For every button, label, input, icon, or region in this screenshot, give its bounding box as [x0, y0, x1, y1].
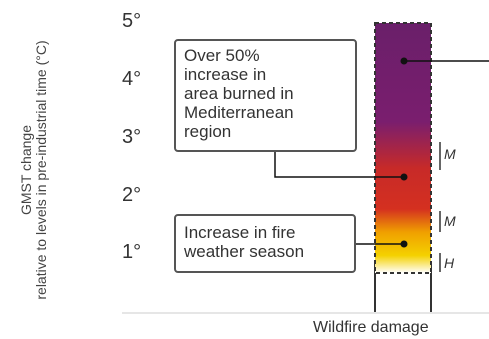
callout-fire-weather-line1: Increase in fire — [184, 223, 296, 242]
tick-label-4: 4° — [122, 68, 142, 90]
transition-dot-high — [400, 57, 408, 65]
callout-mediterranean-line5: region — [184, 122, 232, 141]
risk-bar — [375, 23, 431, 273]
confidence-label-1: M — [444, 146, 456, 162]
tick-label-3: 3° — [122, 126, 142, 148]
tick-label-5: 5° — [122, 10, 142, 32]
risk-bar-frame — [374, 22, 432, 274]
tick-label-2: 2° — [122, 184, 142, 206]
risk-bar-label: Wildfire damage — [313, 319, 429, 336]
tick-label-1: 1° — [122, 241, 142, 263]
callout-mediterranean-line2: increase in — [184, 65, 267, 84]
callout-fire-weather-line2: weather season — [184, 242, 305, 261]
callout-mediterranean-line1: Over 50% — [184, 46, 260, 65]
callout-mediterranean: Over 50% increase in area burned in Medi… — [174, 39, 357, 152]
callout-mediterranean-line4: Mediterranean — [184, 103, 294, 122]
confidence-label-3: H — [444, 255, 455, 271]
callout-fire-weather: Increase in fire weather season — [174, 214, 356, 273]
transition-dot-fire-weather — [400, 240, 408, 248]
confidence-label-2: M — [444, 213, 456, 229]
leader-mediterranean — [274, 152, 404, 178]
callout-mediterranean-line3: area burned in — [184, 84, 294, 103]
transition-dot-mediterranean — [400, 173, 408, 181]
